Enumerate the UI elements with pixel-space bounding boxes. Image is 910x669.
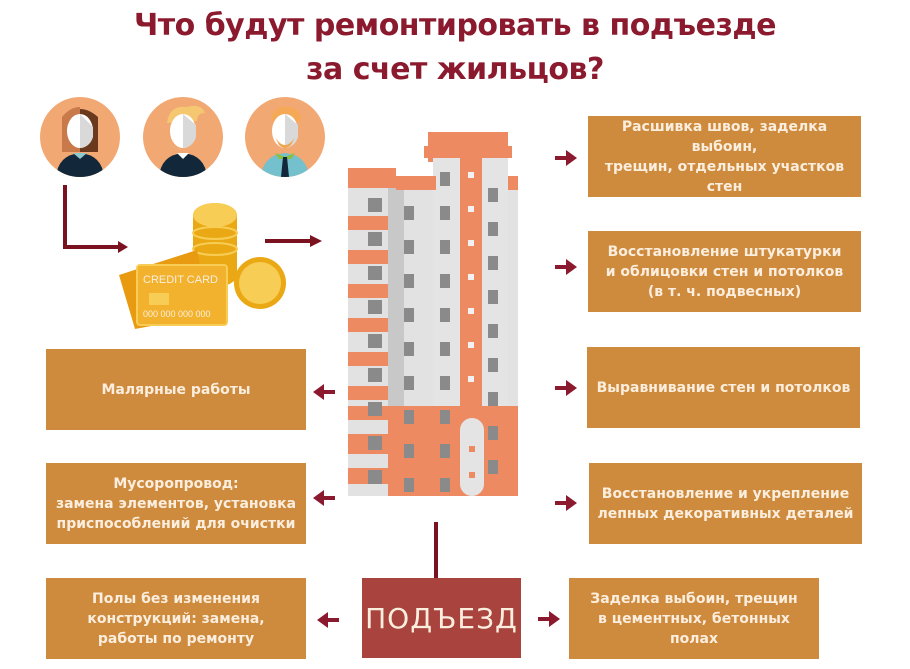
bearded-man-avatar-icon bbox=[245, 97, 325, 177]
coins-and-card-icon bbox=[119, 203, 286, 329]
credit-card-number: 000 000 000 000 bbox=[143, 309, 211, 319]
repair-item-joints: Расшивка швов, заделка выбоин, трещин, о… bbox=[588, 116, 861, 197]
repair-item-leveling: Выравнивание стен и потолков bbox=[587, 347, 860, 428]
arrow-left-icon bbox=[317, 612, 339, 628]
arrow-right-icon bbox=[538, 611, 560, 627]
apartment-building-icon bbox=[348, 132, 518, 496]
repair-item-garbage-chute: Мусоропровод: замена элементов, установк… bbox=[46, 463, 306, 544]
page-title-line-2: за счет жильцов? bbox=[306, 52, 604, 87]
credit-card-label: CREDIT CARD bbox=[143, 274, 218, 286]
connector-line bbox=[434, 522, 438, 578]
arrow-left-icon bbox=[313, 490, 335, 506]
arrow-right-icon bbox=[555, 259, 577, 275]
repair-item-painting: Малярные работы bbox=[46, 349, 306, 430]
man-avatar-icon bbox=[143, 97, 223, 177]
repair-item-floor-cracks: Заделка выбоин, трещин в цементных, бето… bbox=[569, 578, 819, 659]
entrance-label: ПОДЪЕЗД bbox=[362, 578, 521, 658]
woman-avatar-icon bbox=[40, 97, 120, 177]
repair-item-plaster: Восстановление штукатурки и облицовки ст… bbox=[588, 231, 861, 312]
arrow-right-icon bbox=[555, 380, 577, 396]
repair-item-stucco: Восстановление и укрепление лепных декор… bbox=[589, 463, 862, 544]
arrow-left-icon bbox=[313, 384, 335, 400]
page-title-line-1: Что будут ремонтировать в подъезде bbox=[134, 8, 776, 43]
flow-arrow-to-payment bbox=[63, 185, 322, 253]
arrow-right-icon bbox=[555, 150, 577, 166]
arrow-right-icon bbox=[555, 495, 577, 511]
repair-item-floors: Полы без изменения конструкций: замена, … bbox=[46, 578, 306, 659]
